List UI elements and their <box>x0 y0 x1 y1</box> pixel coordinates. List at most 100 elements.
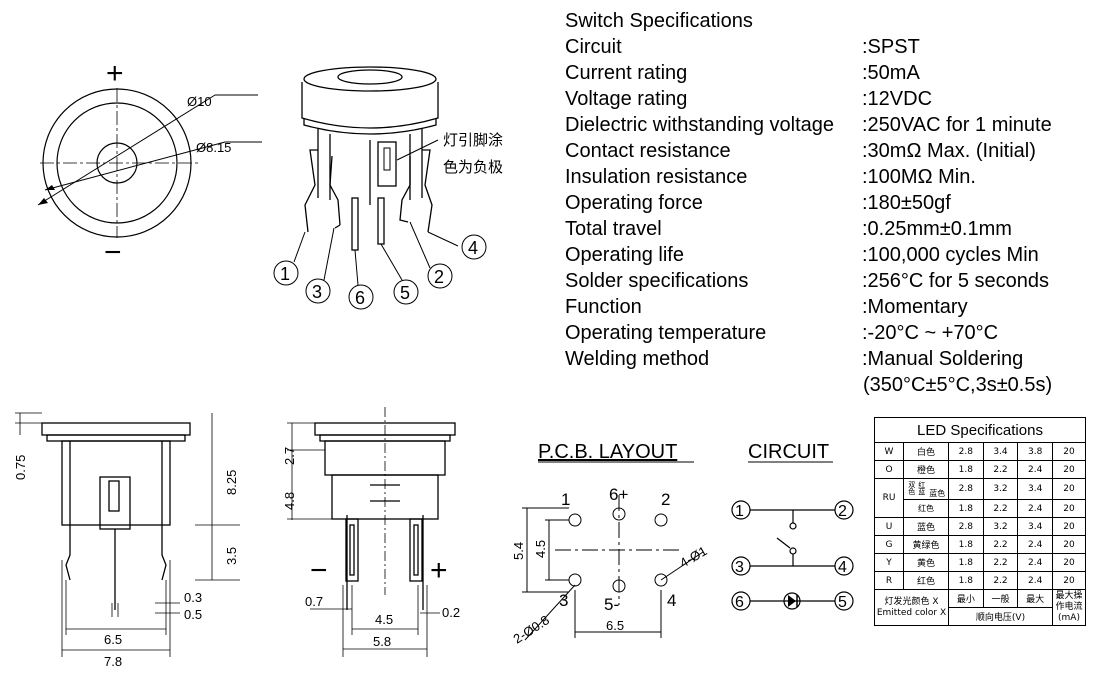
led-head-vf: 顺向电压(V) <box>948 607 1053 626</box>
spec-label: Total travel <box>565 218 662 240</box>
switch-specifications: Switch Specifications Circuit:SPST Curre… <box>565 8 1095 398</box>
led-vmin: 2.8 <box>948 478 984 500</box>
led-vmin: 1.8 <box>948 571 984 590</box>
led-vmax: 2.4 <box>1017 535 1053 554</box>
iso-pin-4: 4 <box>468 238 478 258</box>
spec-value: :Momentary <box>862 296 968 318</box>
led-footer-color: 灯发光颜色 X Emitted color X <box>874 589 949 626</box>
spec-row: Insulation resistance:100MΩ Min. <box>565 164 1095 190</box>
led-code: W <box>874 442 904 461</box>
circuit-node-6: 6 <box>735 594 744 611</box>
led-group-label: 红蓝双色 <box>907 480 926 495</box>
pcb-dim-2xd08: 2-Ø0.8 <box>510 612 552 646</box>
led-current: 20 <box>1052 499 1086 518</box>
led-head-max: 最大 <box>1017 589 1053 608</box>
spec-value: :0.25mm±0.1mm <box>862 218 1012 240</box>
top-plus-sign: + <box>106 57 124 90</box>
led-vtyp: 3.2 <box>982 478 1019 500</box>
led-code: G <box>874 535 904 554</box>
spec-row: Total travel :0.25mm±0.1mm <box>565 216 1095 242</box>
spec-row: Current rating:50mA <box>565 60 1095 86</box>
led-vmax: 3.4 <box>1017 478 1053 500</box>
led-color: 橙色 <box>903 460 949 479</box>
spec-label: Dielectric withstanding voltage <box>565 114 835 136</box>
iso-pin-2: 2 <box>434 267 444 287</box>
led-vmax: 2.4 <box>1017 499 1053 518</box>
pcb-dim-45: 4.5 <box>533 540 548 558</box>
circuit-node-2: 2 <box>838 503 847 520</box>
led-color: 红色 <box>903 499 949 518</box>
spec-label: Circuit <box>565 36 622 58</box>
side-plus-sign: + <box>430 554 448 587</box>
led-vtyp: 2.2 <box>982 553 1019 572</box>
led-current: 20 <box>1052 535 1086 554</box>
front-dim-075: 0.75 <box>13 455 28 480</box>
spec-value: :Manual Soldering <box>862 348 1024 370</box>
circuit-node-3: 3 <box>735 559 744 576</box>
table-row: W 白色 2.8 3.4 3.8 20 <box>874 442 1086 461</box>
led-table-title: LED Specifications <box>874 417 1086 443</box>
spec-value: :180±50gf <box>862 192 951 214</box>
spec-label: Function <box>565 296 642 318</box>
front-dim-65: 6.5 <box>104 632 122 647</box>
spec-row: Voltage rating:12VDC <box>565 86 1095 112</box>
led-vmin: 1.8 <box>948 460 984 479</box>
side-dim-27: 2.7 <box>282 447 297 465</box>
led-color: 红色 <box>903 571 949 590</box>
table-row: O 橙色 1.8 2.2 2.4 20 <box>874 460 1086 479</box>
led-current: 20 <box>1052 460 1086 479</box>
top-dim-d10: Ø10 <box>187 94 212 109</box>
led-vtyp: 2.2 <box>982 499 1019 518</box>
spec-label: Voltage rating <box>565 88 688 110</box>
iso-note-line2: 色为负极 <box>443 158 503 176</box>
side-dim-48: 4.8 <box>282 492 297 510</box>
led-vtyp: 3.4 <box>982 442 1019 461</box>
iso-pin-5: 5 <box>400 283 410 303</box>
led-vtyp: 2.2 <box>982 535 1019 554</box>
pcb-pin-3: 3 <box>559 591 568 610</box>
led-vmax: 2.4 <box>1017 553 1053 572</box>
spec-value: :256°C for 5 seconds <box>862 270 1049 292</box>
table-row: 红色 1.8 2.2 2.4 20 <box>875 499 1086 518</box>
led-head-current-2: 作电流 <box>1055 602 1083 612</box>
led-current: 20 <box>1052 442 1086 461</box>
spec-label: Current rating <box>565 62 688 84</box>
led-head-typ: 一般 <box>982 589 1019 608</box>
led-current: 20 <box>1052 571 1086 590</box>
led-footer-cn: 灯发光颜色 X <box>884 596 939 607</box>
spec-row: Contact resistance :30mΩ Max. (Initial) <box>565 138 1095 164</box>
pcb-dim-54: 5.4 <box>511 542 526 560</box>
circuit-drawing: CIRCUIT 1 2 3 4 6 5 <box>731 441 854 611</box>
led-vtyp: 3.2 <box>982 517 1019 536</box>
iso-view-body: 灯引脚涂 色为负极 1 3 6 5 2 4 <box>273 66 503 310</box>
led-color: 蓝色 <box>903 517 949 536</box>
front-view-drawing: 0.75 8.25 3.5 0.3 0.5 6.5 7.8 <box>13 412 240 669</box>
led-code: O <box>874 460 904 479</box>
circuit-node-4: 4 <box>838 559 847 576</box>
led-head-current-3: (mA) <box>1058 613 1080 623</box>
spec-value: :100MΩ Min. <box>862 166 976 188</box>
led-vmin: 2.8 <box>948 442 984 461</box>
spec-label: Welding method <box>565 348 710 370</box>
spec-title: Switch Specifications <box>565 10 753 32</box>
circuit-title: CIRCUIT <box>748 441 829 463</box>
side-dim-58: 5.8 <box>373 634 391 649</box>
spec-row: Solder specifications:256°C for 5 second… <box>565 268 1095 294</box>
pcb-pin-2: 2 <box>661 490 670 509</box>
spec-label: Contact resistance <box>565 140 731 162</box>
side-view-drawing: 2.7 4.8 − + 0.7 4.5 5.8 0.2 <box>282 407 460 657</box>
spec-value: :100,000 cycles Min <box>862 244 1039 266</box>
table-footer-row: 顺向电压(V) <box>875 607 1086 626</box>
spec-row: Operating force:180±50gf <box>565 190 1095 216</box>
table-row: G 黄绿色 1.8 2.2 2.4 20 <box>874 535 1086 554</box>
spec-value-continuation: (350°C±5°C,3s±0.5s) <box>863 374 1053 396</box>
led-current: 20 <box>1052 517 1086 536</box>
front-dim-05: 0.5 <box>184 607 202 622</box>
spec-row: (350°C±5°C,3s±0.5s) <box>565 372 1095 398</box>
led-vmax: 3.4 <box>1017 517 1053 536</box>
spec-value: :30mΩ Max. (Initial) <box>862 140 1036 162</box>
spec-row: Dielectric withstanding voltage:250VAC f… <box>565 112 1095 138</box>
table-row: U 蓝色 2.8 3.2 3.4 20 <box>874 517 1086 536</box>
led-vmax: 2.4 <box>1017 571 1053 590</box>
front-dim-825: 8.25 <box>224 470 239 495</box>
